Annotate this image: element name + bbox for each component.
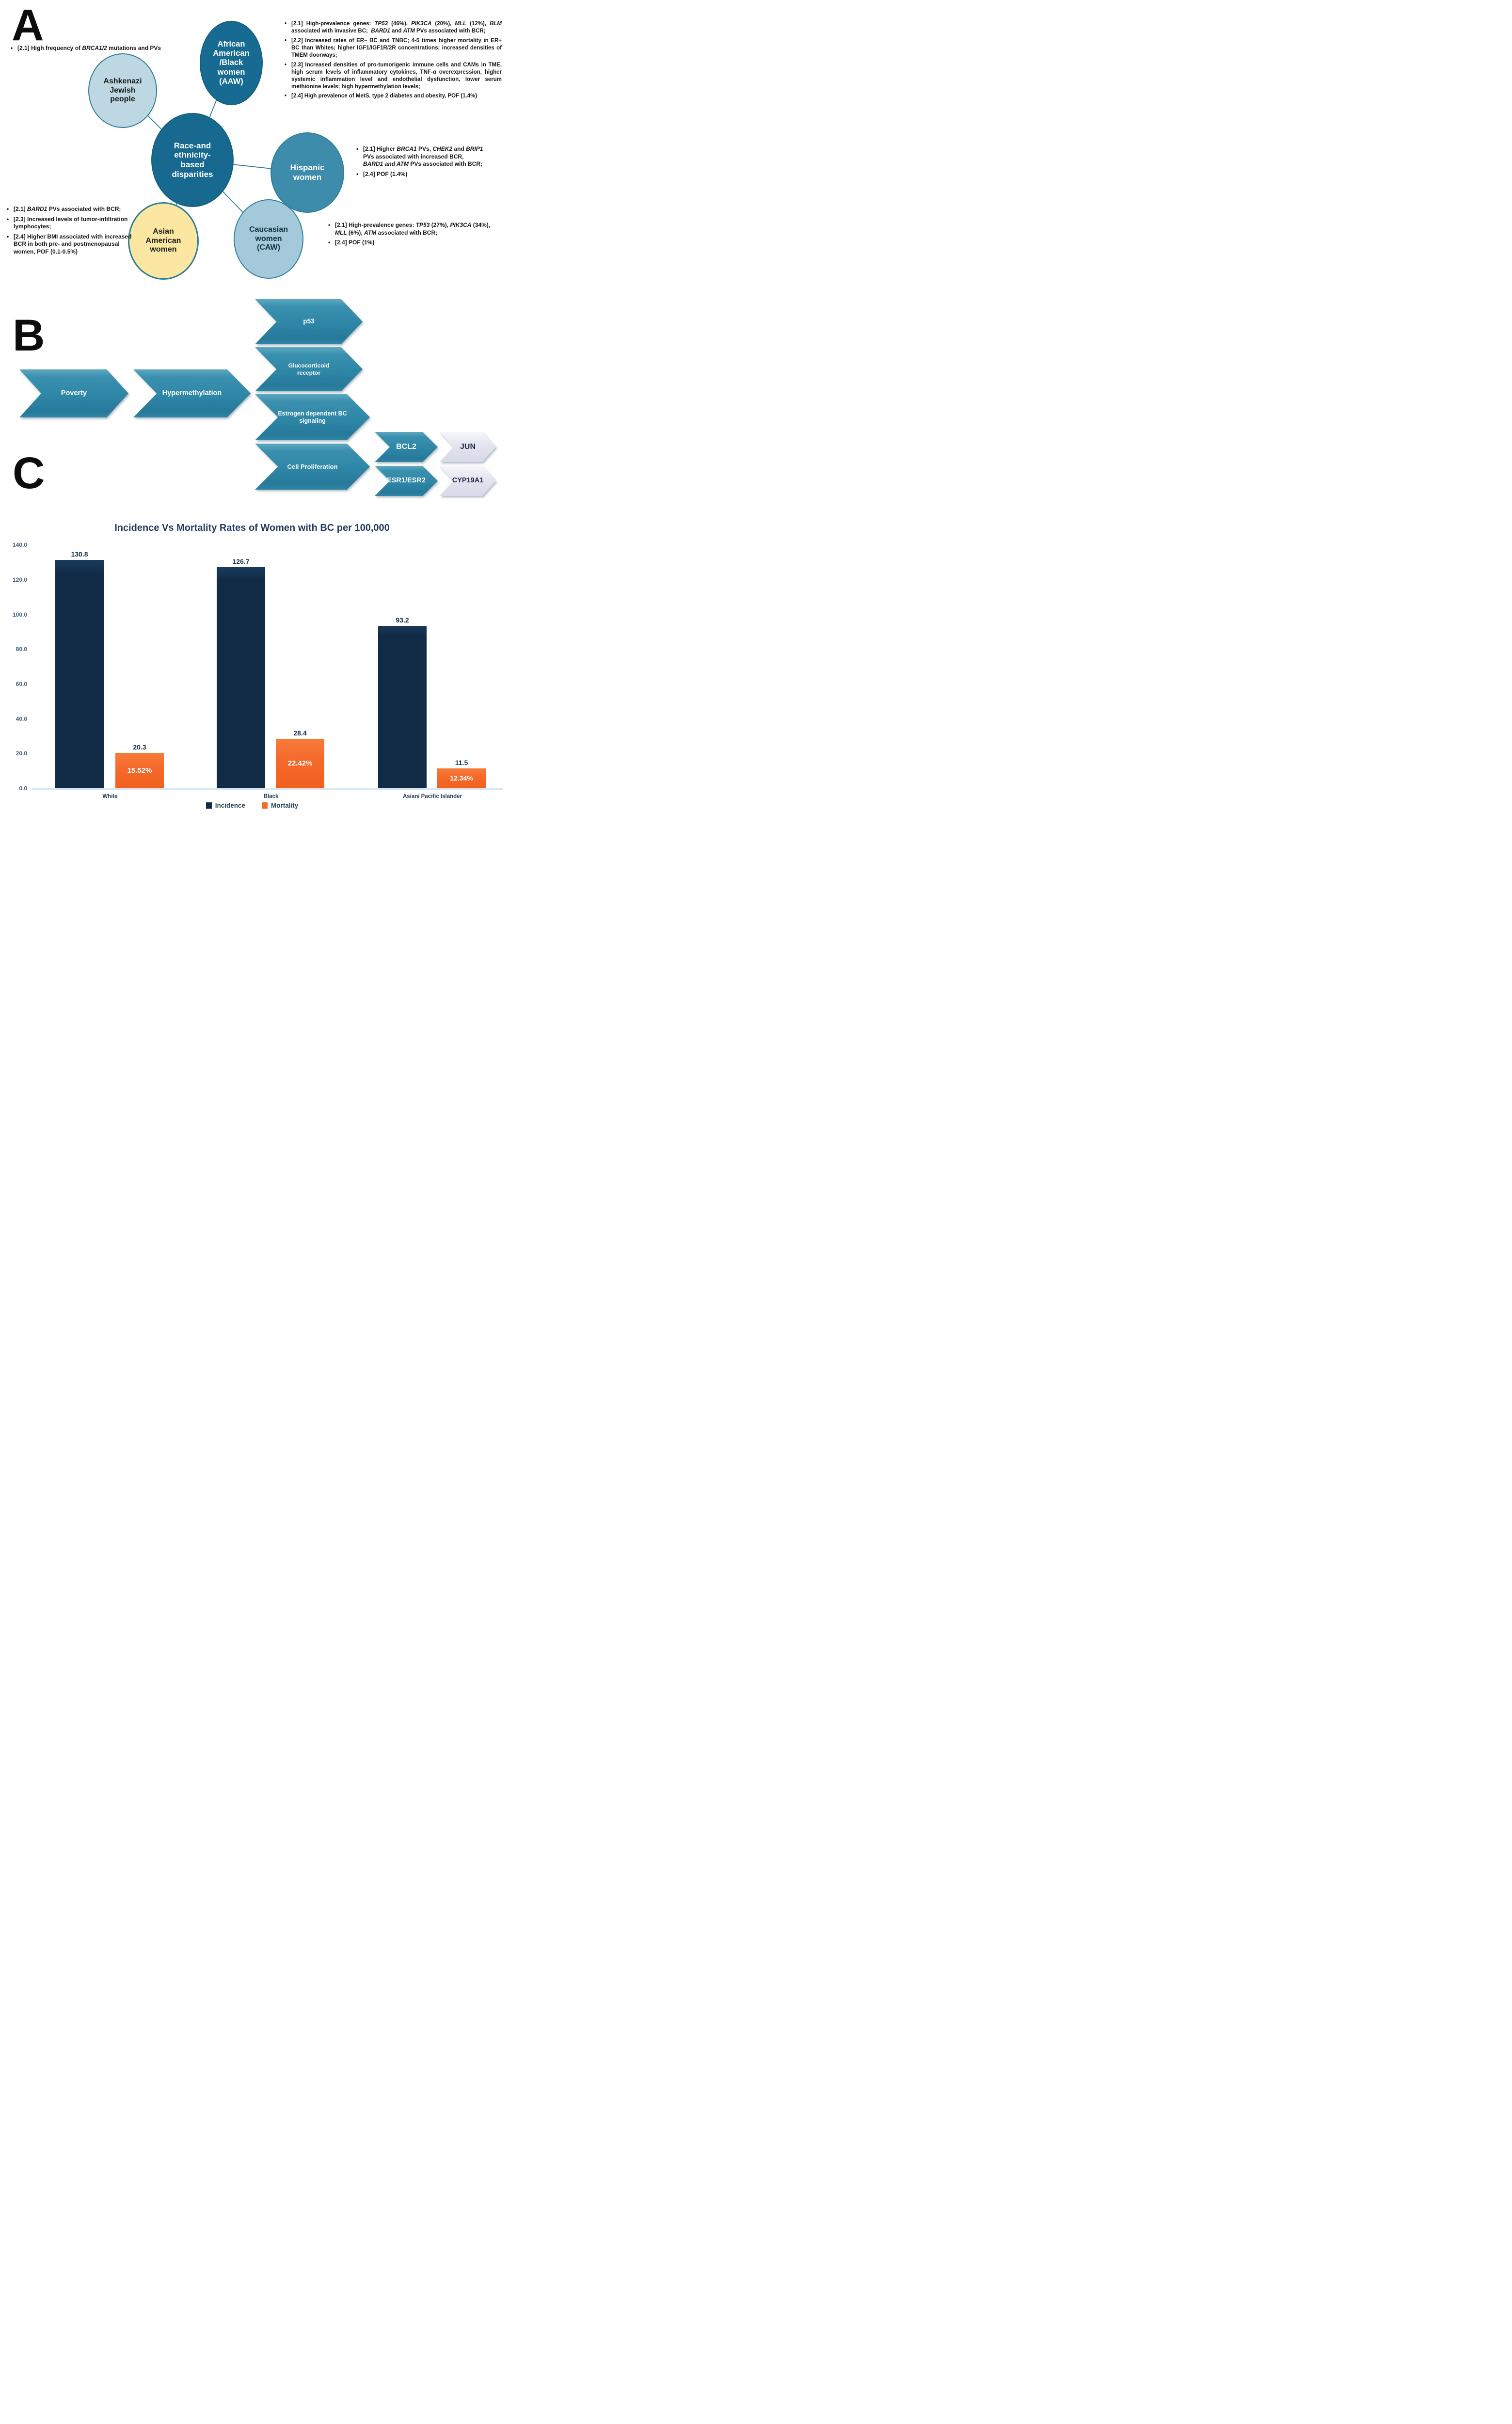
note-bullet: [2.4] High prevalence of MetS, type 2 di…: [284, 93, 502, 100]
chart-title: Incidence Vs Mortality Rates of Women wi…: [114, 523, 390, 533]
mortality-bar: 15.52%: [115, 752, 164, 788]
note-bullet: [2.1] High-prevalence genes: TP53 (46%),…: [284, 20, 502, 35]
notes-asian-american-women: [2.1] BARD1 PVs associated with BCR; [2.…: [6, 206, 137, 258]
panel-c-label: C: [13, 448, 45, 498]
arrow-p53-shape: p53: [255, 299, 363, 344]
bar-value-label: 130.8: [71, 550, 88, 558]
note-bullet: [2.4] POF (1.4%): [355, 171, 485, 178]
notes-caucasian-women: [2.1] High-prevalence genes: TP53 (27%),…: [327, 222, 491, 249]
bar-value-label: 11.5: [455, 758, 468, 766]
incidence-swatch-icon: [206, 802, 212, 809]
arrow-esr1-esr2: ESR1/ESR2: [375, 466, 438, 496]
bar-white-incidence: 130.8: [55, 550, 104, 788]
arrow-poverty-shape: Poverty: [19, 369, 128, 417]
bar-value-label: 20.3: [133, 743, 146, 751]
panel-a-label: A: [12, 0, 44, 50]
y-tick: 140.0: [12, 542, 27, 548]
arrow-estrogen-shape: Estrogen dependent BC signaling: [255, 394, 370, 440]
mortality-swatch-icon: [262, 802, 268, 809]
y-tick: 0.0: [19, 785, 27, 792]
notes-african-american-black-women: [2.1] High-prevalence genes: TP53 (46%),…: [284, 20, 502, 102]
y-tick: 80.0: [16, 646, 27, 653]
y-tick: 60.0: [16, 681, 27, 687]
mortality-bar: 12.34%: [437, 768, 486, 788]
mortality-percent-label: 15.52%: [127, 766, 152, 775]
y-tick: 40.0: [16, 716, 27, 722]
bar-value-label: 93.2: [396, 616, 409, 624]
note-bullet: [2.1] BARD1 PVs associated with BCR;: [6, 206, 137, 213]
incidence-bar: [217, 567, 265, 788]
arrow-cyp19a1: CYP19A1: [440, 466, 496, 496]
mortality-percent-label: 12.34%: [450, 774, 473, 782]
bar-black-mortality: 28.4 22.42%: [276, 729, 324, 788]
y-tick: 20.0: [16, 750, 27, 757]
note-bullet: [2.1] High frequency of BRCA1/2 mutation…: [10, 45, 204, 52]
arrow-hypermethylation-shape: Hypermethylation: [133, 369, 251, 417]
bar-asian-mortality: 11.5 12.34%: [437, 759, 486, 788]
y-tick: 100.0: [12, 611, 27, 618]
panel-b-label: B: [13, 311, 45, 360]
arrow-glucocorticoid-receptor: Glucocorticoid receptor: [255, 347, 363, 391]
chart-legend: Incidence Mortality: [0, 802, 504, 809]
note-bullet: [2.2] Increased rates of ER– BC and TNBC…: [284, 37, 502, 59]
arrow-cell-proliferation: Cell Proliferation: [255, 444, 370, 490]
legend-label: Incidence: [215, 802, 245, 809]
legend-item-mortality: Mortality: [262, 802, 298, 809]
arrow-poverty: Poverty: [19, 369, 128, 417]
arrow-bcl2-shape: BCL2: [375, 432, 438, 462]
x-category-label: White: [102, 794, 118, 799]
bar-asian-incidence: 93.2: [378, 616, 427, 788]
note-bullet: [2.4] POF (1%): [327, 239, 491, 247]
legend-label: Mortality: [271, 802, 299, 809]
arrow-glucocorticoid-shape: Glucocorticoid receptor: [255, 347, 363, 391]
mortality-bar: 22.42%: [276, 738, 324, 788]
legend-item-incidence: Incidence: [206, 802, 245, 809]
notes-ashkenazi: [2.1] High frequency of BRCA1/2 mutation…: [10, 45, 204, 55]
incidence-bar: [55, 560, 104, 788]
note-bullet: [2.3] Increased levels of tumor-infiltra…: [6, 216, 137, 231]
bar-value-label: 126.7: [232, 557, 250, 565]
arrow-cell-proliferation-shape: Cell Proliferation: [255, 444, 370, 490]
bar-value-label: 28.4: [293, 729, 307, 737]
arrow-bcl2: BCL2: [375, 432, 438, 462]
x-category-label: Asian/ Pacific Islander: [402, 794, 462, 799]
arrow-hypermethylation: Hypermethylation: [133, 369, 251, 417]
bar-white-mortality: 20.3 15.52%: [115, 743, 164, 788]
arrow-jun-shape: JUN: [440, 432, 496, 462]
note-bullet: [2.4] Higher BMI associated with increas…: [6, 233, 137, 256]
x-category-label: Black: [263, 794, 279, 799]
arrow-esr-shape: ESR1/ESR2: [375, 466, 438, 496]
notes-hispanic-women: [2.1] Higher BRCA1 PVs, CHEK2 and BRIP1 …: [355, 145, 485, 180]
arrow-jun: JUN: [440, 432, 496, 462]
arrow-cyp19a1-shape: CYP19A1: [440, 466, 496, 496]
y-tick: 120.0: [12, 576, 27, 583]
arrow-estrogen-bc-signaling: Estrogen dependent BC signaling: [255, 394, 370, 440]
incidence-bar: [378, 625, 427, 788]
arrow-p53: p53: [255, 299, 363, 344]
x-axis-line: [32, 788, 503, 790]
mortality-percent-label: 22.42%: [287, 759, 313, 768]
bar-black-incidence: 126.7: [217, 558, 265, 788]
note-bullet: [2.1] High-prevalence genes: TP53 (27%),…: [327, 222, 491, 237]
note-bullet: [2.3] Increased densities of pro-tumorig…: [284, 62, 502, 91]
note-bullet: [2.1] Higher BRCA1 PVs, CHEK2 and BRIP1 …: [355, 145, 485, 168]
